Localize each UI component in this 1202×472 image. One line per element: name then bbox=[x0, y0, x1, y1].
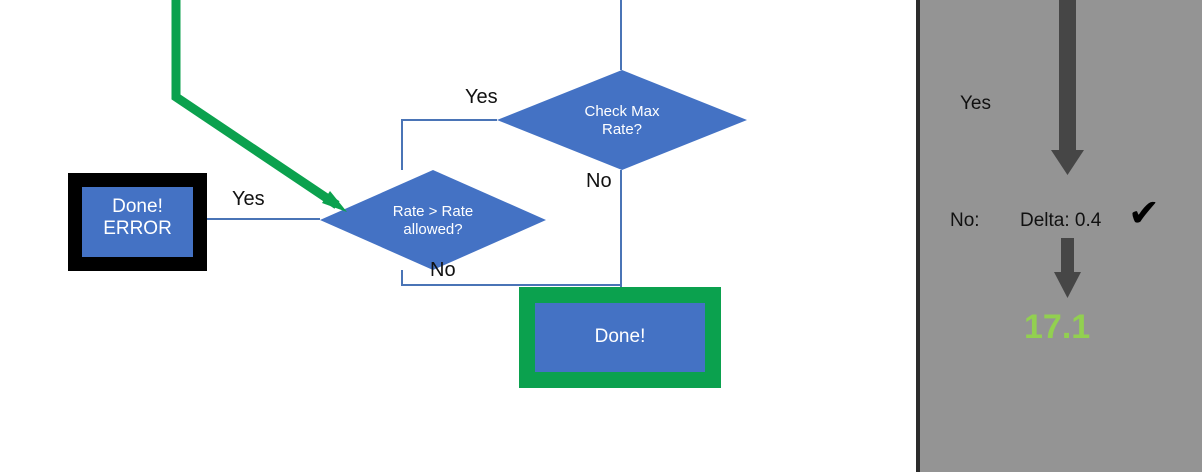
node-done[interactable] bbox=[519, 287, 721, 388]
panel-arrow-top-icon bbox=[1051, 0, 1084, 175]
side-panel-graphics bbox=[1051, 0, 1084, 298]
side-panel: Yes No: Delta: 0.4 ✔ 17.1 bbox=[916, 0, 1202, 472]
green-path-arrow bbox=[171, 0, 347, 212]
checkmark-icon: ✔ bbox=[1128, 191, 1160, 235]
flowchart-canvas: Check Max Rate? Rate > Rate allowed? Don… bbox=[68, 0, 747, 388]
connector-no-to-done-join bbox=[401, 270, 621, 286]
panel-label-delta: Delta: 0.4 bbox=[1020, 210, 1102, 231]
flowchart-graphics bbox=[68, 0, 747, 388]
node-check-max-rate[interactable] bbox=[497, 70, 747, 170]
node-rate-gt-rate-allowed[interactable] bbox=[320, 170, 546, 270]
edge-label-yes-check-max: Yes bbox=[465, 86, 498, 108]
edge-label-yes-rate-allowed: Yes bbox=[232, 188, 265, 210]
node-done-error[interactable] bbox=[68, 173, 207, 271]
edge-label-no-check-max: No bbox=[586, 170, 612, 192]
panel-label-no: No: bbox=[950, 210, 980, 231]
edge-label-no-rate-allowed: No bbox=[430, 259, 456, 281]
panel-result-value: 17.1 bbox=[1024, 308, 1091, 346]
connector-yes-to-rate-check bbox=[401, 119, 497, 170]
panel-arrow-bottom-icon bbox=[1054, 238, 1081, 298]
panel-label-yes: Yes bbox=[960, 93, 991, 114]
